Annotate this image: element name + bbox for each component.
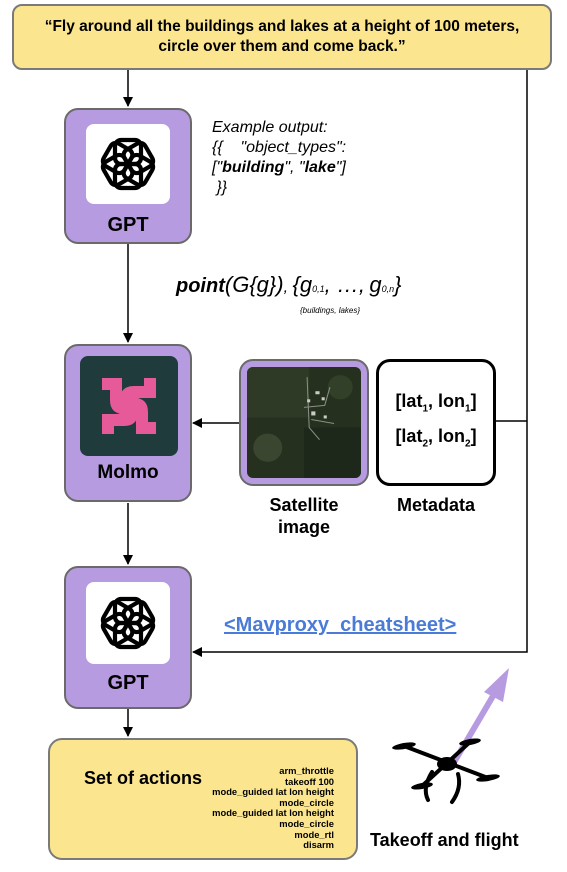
takeoff-label: Takeoff and flight <box>370 830 519 850</box>
gpt-top-label: GPT <box>107 214 149 236</box>
formula-G: G <box>232 272 250 297</box>
metadata-row-1-lat: [lat <box>395 390 423 411</box>
satellite-image-frame <box>239 359 369 486</box>
actions-list: arm_throttle takeoff 100 mode_guided lat… <box>212 765 334 851</box>
formula-close-paren: ) <box>276 272 284 297</box>
example-bracket-open: [" <box>212 159 223 176</box>
example-item-lake: lake <box>304 159 336 176</box>
instruction-prompt-box: “Fly around all the buildings and lakes … <box>12 4 552 70</box>
formula-sub-1: 0,1 <box>312 284 325 294</box>
drone-icon <box>392 738 500 804</box>
example-line-4: }} <box>212 179 228 196</box>
example-bracket-close: "] <box>335 159 346 176</box>
metadata-row-2-lon-sub: 2 <box>465 438 471 450</box>
satellite-caption: Satellite image <box>239 494 369 538</box>
metadata-box: [lat1, lon1] [lat2, lon2] <box>376 359 496 486</box>
metadata-row-2-lat-sub: 2 <box>422 438 428 450</box>
metadata-row-1: [lat1, lon1] <box>395 388 476 423</box>
metadata-row-1-lon-sub: 1 <box>465 403 471 415</box>
metadata-row-1-close: ] <box>470 390 477 411</box>
actions-title: Set of actions <box>84 768 203 788</box>
metadata-caption: Metadata <box>396 495 476 515</box>
formula-comma: , <box>283 279 289 296</box>
example-output: Example output: {{ "object_types": ["bui… <box>212 118 412 198</box>
formula-open-paren: ( <box>224 272 233 297</box>
prompt-line-2: circle over them and come back.” <box>158 38 406 55</box>
gpt-node-bottom: GPT <box>64 566 192 709</box>
metadata-row-2-lon: , lon <box>428 425 465 446</box>
formula-set-close: } <box>394 272 402 297</box>
metadata-row-2-close: ] <box>470 425 477 446</box>
action-item: takeoff 100 <box>285 775 334 787</box>
example-title: Example output: <box>212 119 328 136</box>
formula-g-last: g <box>369 272 382 297</box>
metadata-row-1-lat-sub: 1 <box>422 403 428 415</box>
satellite-caption-line-1: Satellite <box>269 495 339 515</box>
actions-box: Set of actions arm_throttle takeoff 100 … <box>48 738 358 860</box>
example-line-3: ["building", "lake"] <box>212 158 412 178</box>
metadata-row-1-lon: , lon <box>428 390 465 411</box>
openai-logo-icon <box>86 582 170 664</box>
action-item: disarm <box>303 839 334 851</box>
molmo-node: Molmo <box>64 344 192 502</box>
prompt-line-1: “Fly around all the buildings and lakes … <box>44 18 520 35</box>
formula-note: {buildings, lakes} <box>300 306 361 315</box>
wire-prompt-to-gpt-bottom <box>192 70 528 657</box>
molmo-logo-icon <box>80 356 178 456</box>
formula-sub-n: 0,n <box>381 284 395 294</box>
satellite-caption-line-2: image <box>277 517 331 537</box>
action-item: mode_guided lat lon height <box>212 807 334 819</box>
action-item: mode_circle <box>279 796 334 808</box>
action-item: arm_throttle <box>279 765 334 776</box>
action-item: mode_guided lat lon height <box>212 786 334 798</box>
metadata-row-2-lat: [lat <box>395 425 423 446</box>
example-line-2: {{ "object_types": <box>212 139 347 156</box>
action-item: mode_circle <box>279 817 334 829</box>
formula-g-inner: {g} <box>249 272 277 297</box>
point-formula: point(G{g}), {g0,1, …, g0,n} <box>176 272 466 298</box>
satellite-image <box>247 367 361 478</box>
example-separator: ", " <box>284 159 305 176</box>
formula-function: point <box>176 275 225 297</box>
formula-set-open: {g <box>292 272 313 297</box>
gpt-bottom-label: GPT <box>107 672 149 694</box>
example-item-building: building <box>222 159 285 176</box>
action-item: mode_rtl <box>294 828 334 840</box>
gpt-node-top: GPT <box>64 108 192 244</box>
molmo-label: Molmo <box>97 462 159 483</box>
metadata-row-2: [lat2, lon2] <box>395 423 476 458</box>
openai-logo-icon <box>86 124 170 204</box>
formula-middle: , …, <box>324 272 365 297</box>
flight-arrow-head <box>484 668 509 702</box>
mavproxy-cheatsheet-link[interactable]: <Mavproxy_cheatsheet> <box>224 614 457 636</box>
